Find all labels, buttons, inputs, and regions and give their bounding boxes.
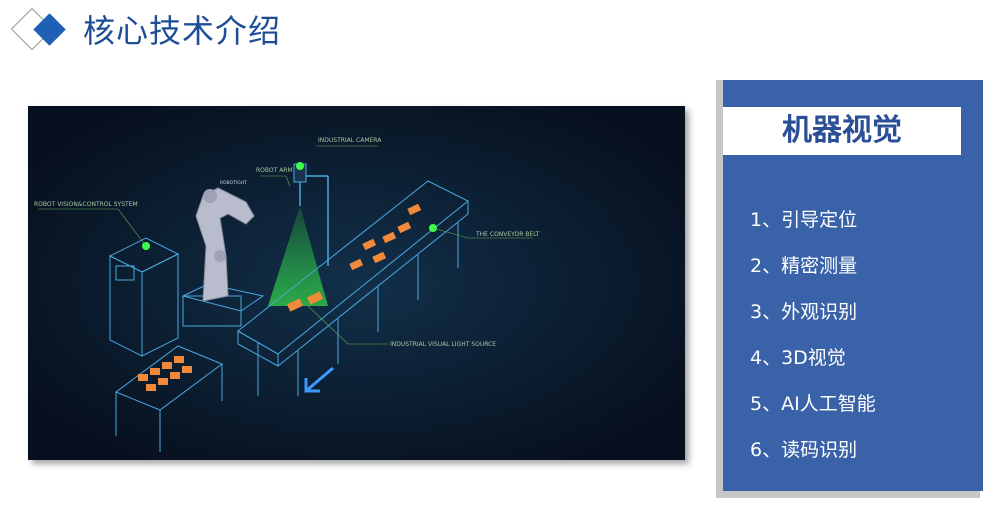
conveyor-belt <box>237 180 469 396</box>
direction-arrow-icon <box>304 366 334 393</box>
feature-item-ai: 5、AI人工智能 <box>750 393 876 415</box>
robot-arm <box>181 187 265 327</box>
label-camera: INDUSTRIAL CAMERA <box>318 137 382 144</box>
feature-item-measurement: 2、精密测量 <box>750 255 858 277</box>
label-conveyor: THE CONVEYOR BELT <box>475 231 540 238</box>
label-vision-system: ROBOT VISION&CONTROL SYSTEM <box>34 201 138 208</box>
feature-item-appearance: 3、外观识别 <box>750 301 858 323</box>
panel-title: 机器视觉 <box>782 113 902 148</box>
feature-item-3d-vision: 4、3D视觉 <box>750 347 846 369</box>
header: 核心技术介绍 <box>0 0 1000 70</box>
label-light-source: INDUSTRIAL VISUAL LIGHT SOURCE <box>390 341 496 348</box>
page-title: 核心技术介绍 <box>83 12 282 50</box>
panel-title-box <box>723 107 961 155</box>
industrial-camera <box>268 162 329 306</box>
illustration-svg: ROBOT VISION&CONTROL SYSTEM ROBOT ARM IN… <box>28 106 685 460</box>
conveyor-parts <box>286 203 422 312</box>
feature-item-guidance: 1、引导定位 <box>750 209 858 231</box>
feature-item-code-reading: 6、读码识别 <box>750 439 858 461</box>
feature-list: 1、引导定位 2、精密测量 3、外观识别 4、3D视觉 5、AI人工智能 6、读… <box>750 205 960 481</box>
tray-table <box>114 345 224 452</box>
machine-vision-illustration: ROBOT VISION&CONTROL SYSTEM ROBOT ARM IN… <box>28 106 685 460</box>
label-arm-brand: ROBOTIGHT <box>220 180 247 186</box>
label-robot-arm: ROBOT ARM <box>256 167 293 174</box>
